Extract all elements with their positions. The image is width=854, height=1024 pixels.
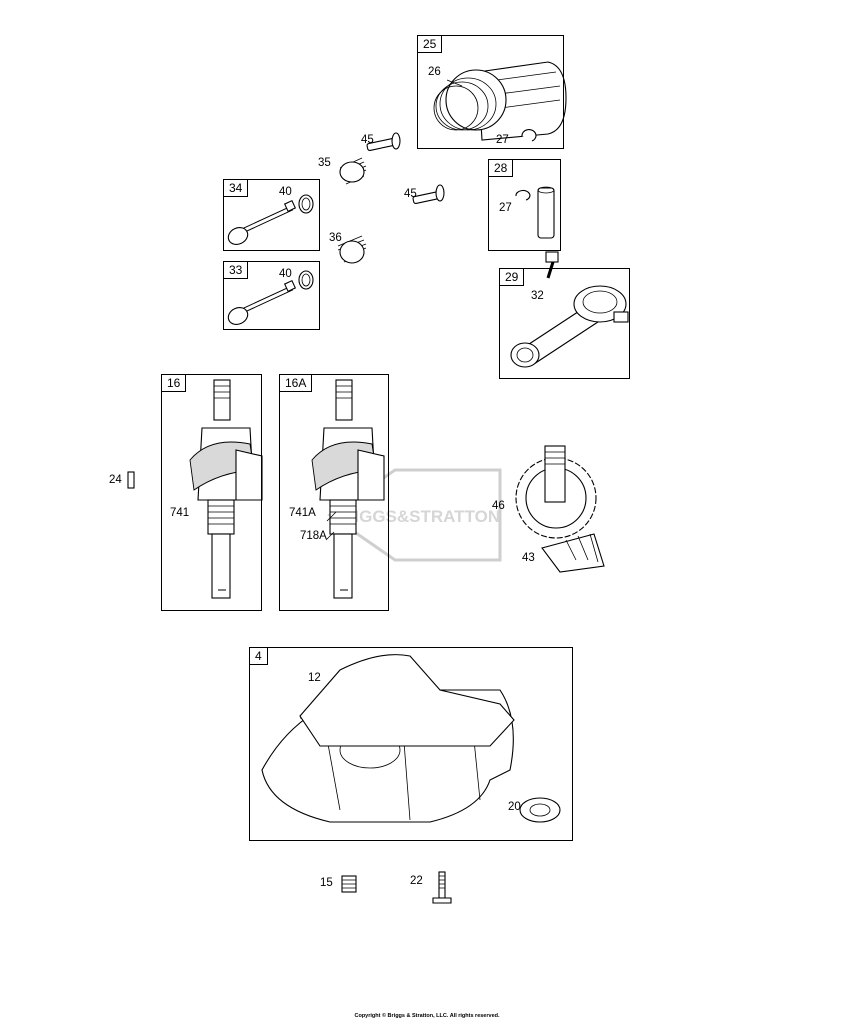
label-35: 35 [318, 157, 331, 169]
intake-valve [227, 270, 314, 325]
wrist-pin-clip [521, 129, 537, 142]
valve-spring-35 [339, 157, 367, 185]
label-741: 741 [170, 507, 190, 519]
label-20: 20 [508, 801, 521, 813]
crankshaft-16 [189, 379, 263, 599]
label-26: 26 [428, 66, 441, 78]
crankshaft-16a [311, 379, 385, 599]
box-29-label: 29 [500, 269, 525, 286]
label-718a: 718A [300, 530, 327, 542]
box-28: 28 [488, 159, 561, 251]
wrist-pin [537, 187, 555, 239]
copyright-notice: Copyright © Briggs & Stratton, LLC. All … [354, 1013, 500, 1019]
valve-spring-36 [337, 235, 367, 264]
label-741a: 741A [289, 507, 316, 519]
connecting-rod [510, 251, 629, 368]
label-40-upper: 40 [279, 186, 292, 198]
label-43: 43 [522, 552, 535, 564]
label-46: 46 [492, 500, 505, 512]
sump-bolt [432, 871, 452, 904]
label-45-lower: 45 [404, 188, 417, 200]
tappet-b [412, 184, 445, 205]
label-27-piston: 27 [496, 134, 509, 146]
oil-plug [341, 875, 357, 893]
box-33: 33 [223, 261, 320, 330]
rod-bolt [545, 251, 559, 263]
box-16: 16 [161, 374, 262, 611]
camshaft-gear [515, 445, 597, 539]
box-16a: 16A [279, 374, 389, 611]
exhaust-valve [227, 194, 314, 245]
box-25: 25 [417, 35, 564, 149]
label-15: 15 [320, 877, 333, 889]
label-12: 12 [308, 672, 321, 684]
box-33-label: 33 [224, 262, 249, 279]
governor-assembly [541, 533, 605, 573]
watermark-text: BRIGGS&STRATTON [330, 507, 500, 526]
box-34-label: 34 [224, 180, 249, 197]
piston-drawing [433, 61, 567, 141]
box-4-label: 4 [250, 648, 268, 665]
label-45-upper: 45 [361, 134, 374, 146]
label-40-lower: 40 [279, 268, 292, 280]
box-4: 4 [249, 647, 573, 841]
label-32: 32 [531, 290, 544, 302]
box-16-label: 16 [162, 375, 187, 392]
box-16a-label: 16A [280, 375, 313, 392]
box-25-label: 25 [418, 36, 443, 53]
box-34: 34 [223, 179, 320, 251]
box-28-label: 28 [489, 160, 514, 177]
label-36: 36 [329, 232, 342, 244]
oil-seal [519, 797, 561, 823]
label-22: 22 [410, 875, 423, 887]
label-27-pin: 27 [499, 202, 512, 214]
tappet-a [366, 132, 401, 152]
engine-sump [261, 654, 515, 823]
box-29: 29 [499, 268, 630, 379]
label-24: 24 [109, 474, 122, 486]
crank-key [127, 471, 135, 489]
